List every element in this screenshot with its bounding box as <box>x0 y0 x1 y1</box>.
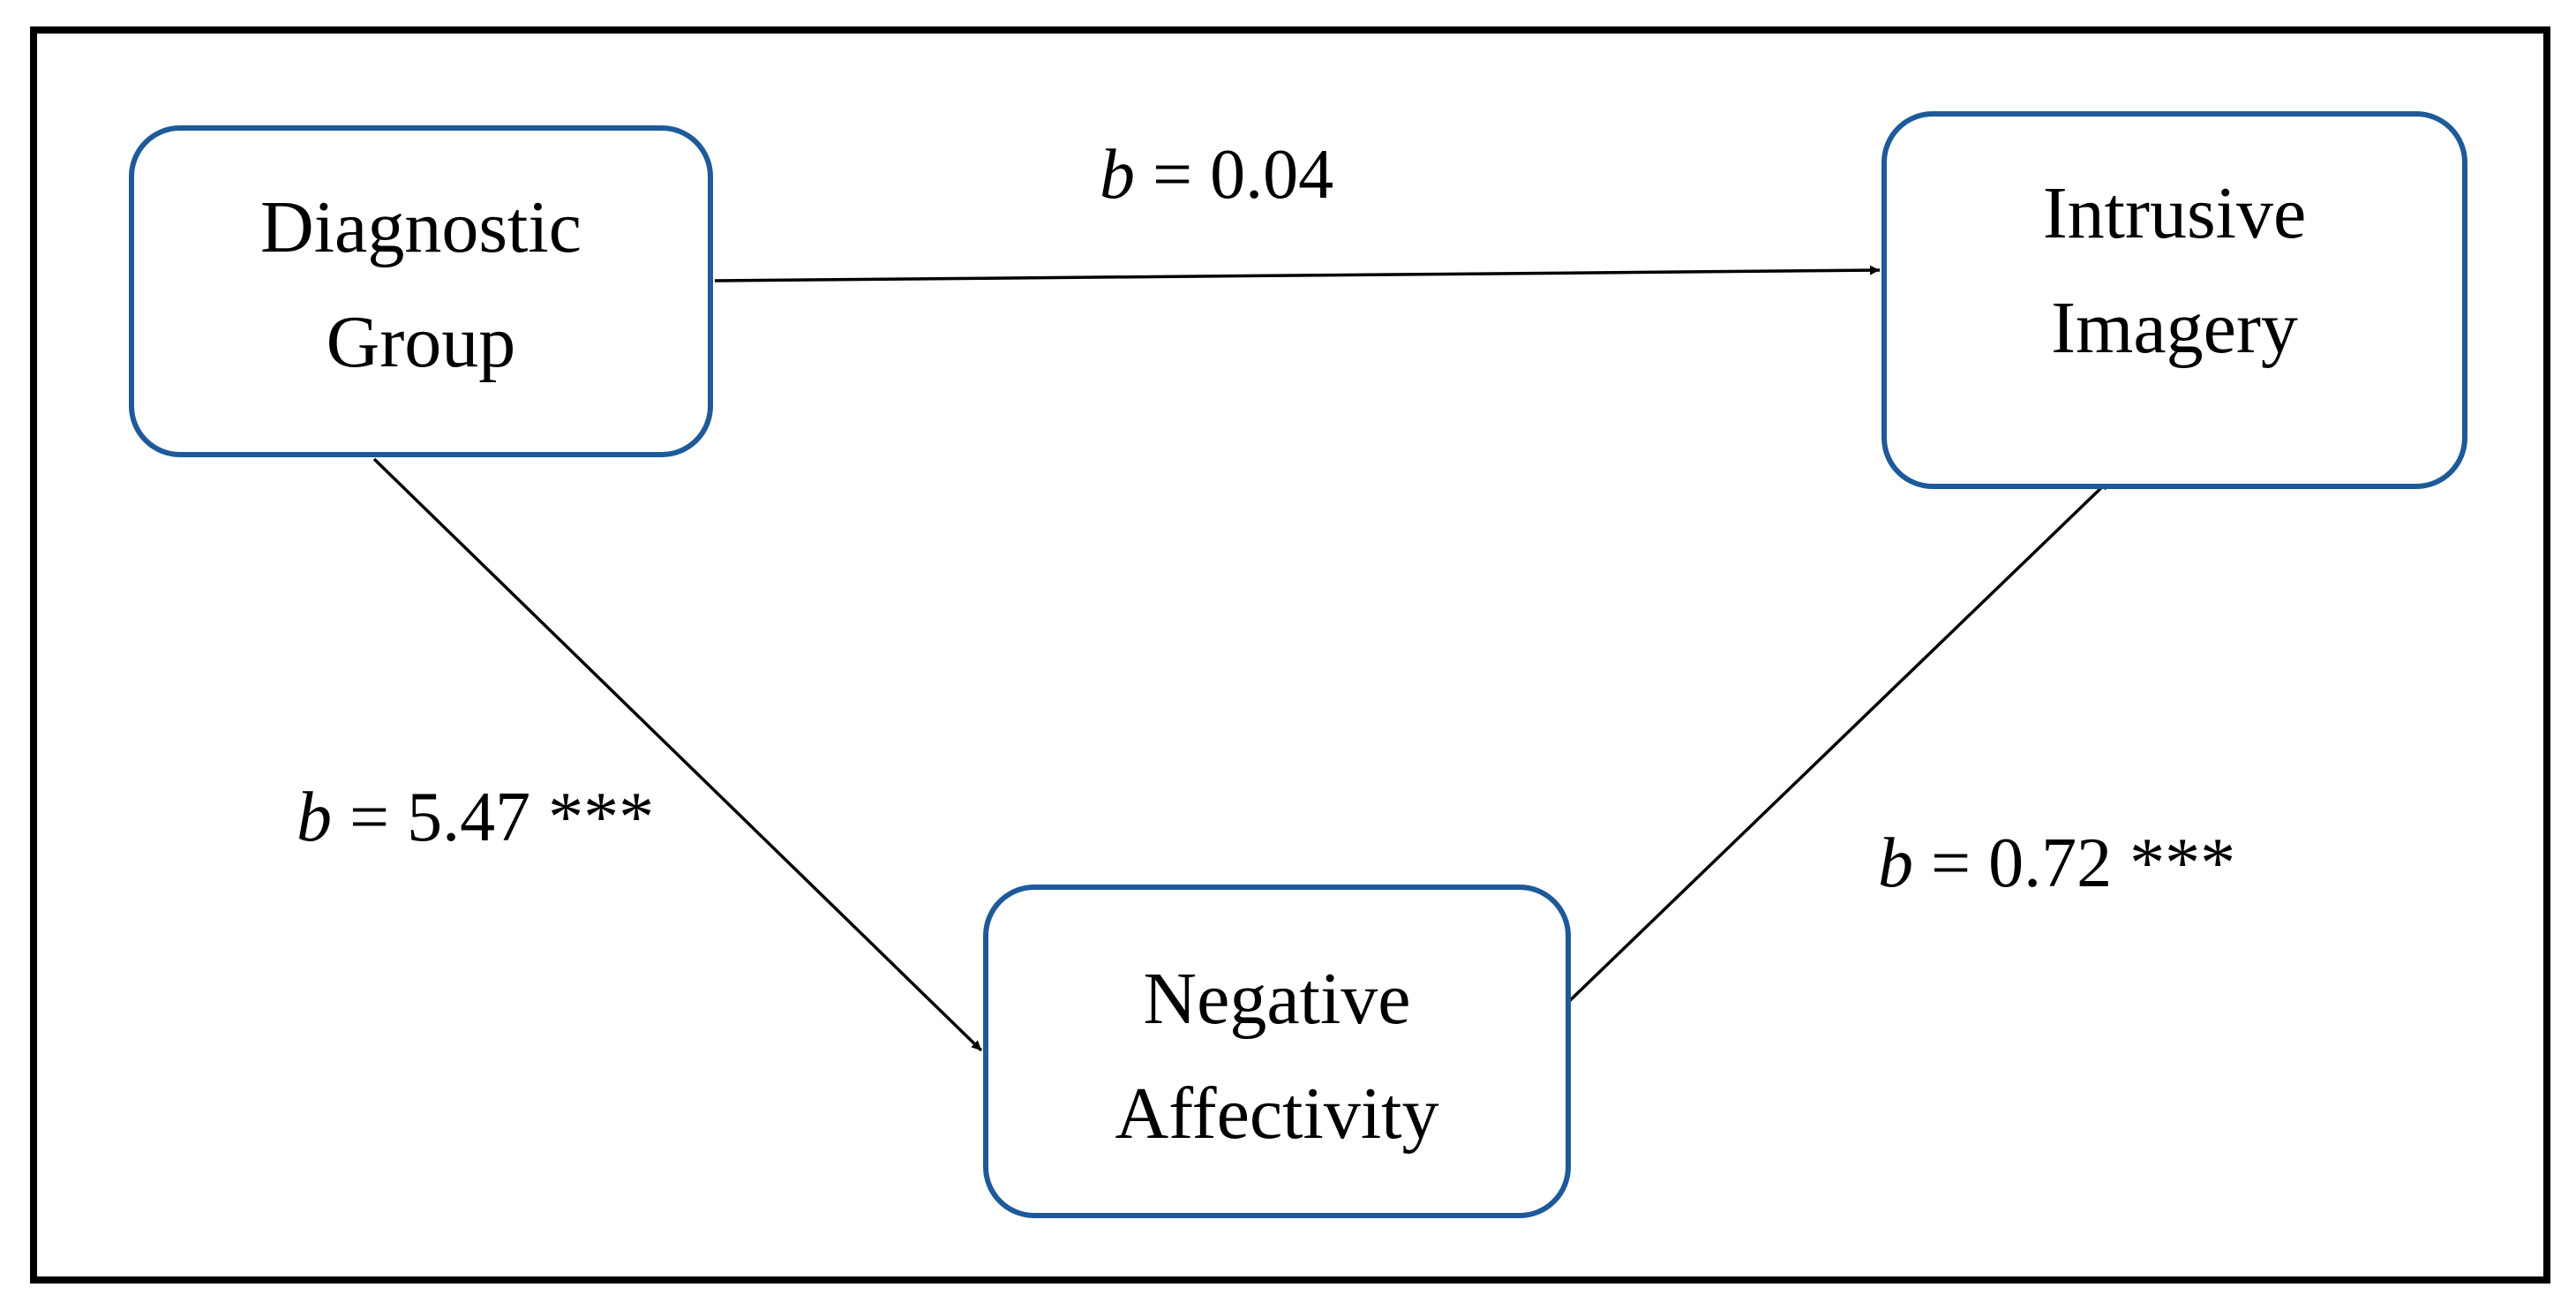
direct-path-arrow <box>714 265 1881 282</box>
negative-affectivity-line-2: Affectivity <box>1115 1073 1439 1155</box>
direct-path-value: = 0.04 <box>1153 136 1334 214</box>
b-path-symbol: b <box>1878 824 1913 902</box>
figure-frame <box>30 26 2550 1284</box>
a-path-coefficient: b = 5.47 *** <box>297 782 654 853</box>
a-path-symbol: b <box>297 779 332 856</box>
negative-affectivity-node: Negative Affectivity <box>983 885 1571 1218</box>
diagnostic-group-node: Diagnostic Group <box>129 125 713 457</box>
intrusive-imagery-line-1: Intrusive <box>2042 171 2307 254</box>
intrusive-imagery-node: Intrusive Imagery <box>1881 111 2467 489</box>
negative-affectivity-line-1: Negative <box>1143 957 1411 1040</box>
diagnostic-group-line-1: Diagnostic <box>260 185 582 268</box>
diagnostic-group-line-2: Group <box>326 301 516 383</box>
direct-path-coefficient: b = 0.04 <box>1100 139 1333 210</box>
a-path-value: = 5.47 *** <box>349 779 655 856</box>
b-path-coefficient: b = 0.72 *** <box>1878 828 2235 899</box>
a-path-arrow <box>372 457 983 1052</box>
b-path-value: = 0.72 *** <box>1931 824 2236 902</box>
direct-path-symbol: b <box>1100 136 1135 214</box>
intrusive-imagery-line-2: Imagery <box>2051 287 2298 369</box>
b-path-arrow <box>1509 478 2111 1059</box>
